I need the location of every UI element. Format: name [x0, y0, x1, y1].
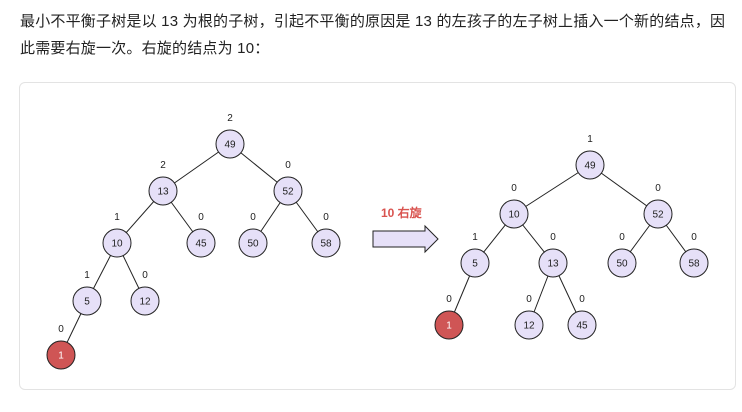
node-key: 49 — [224, 140, 236, 151]
balance-factor: 0 — [655, 183, 661, 194]
tree-node-50: 50 0 — [238, 212, 268, 258]
tree-node-1: 10 — [434, 294, 464, 340]
balance-factor: 0 — [285, 160, 291, 171]
balance-factor: 0 — [691, 232, 697, 243]
node-key: 58 — [320, 239, 332, 250]
tree-node-12: 12 0 — [130, 270, 160, 316]
balance-factor: 0 — [550, 232, 556, 243]
node-circle — [273, 176, 303, 206]
tree-node-13: 13 2 — [148, 160, 178, 206]
tree-node-52: 52 0 — [643, 183, 673, 229]
balance-factor: 0 — [579, 294, 585, 305]
node-key: 52 — [652, 210, 664, 221]
tree-node-49: 49 2 — [215, 113, 245, 159]
node-key: 50 — [616, 259, 628, 270]
balance-factor: 1 — [472, 232, 478, 243]
arrow-shape — [372, 224, 439, 254]
node-circle — [215, 129, 245, 159]
tree-node-10: 10 0 — [499, 183, 529, 229]
tree-node-58: 58 0 — [679, 232, 709, 278]
node-key: 50 — [247, 239, 259, 250]
balance-factor: 0 — [446, 294, 452, 305]
node-circle — [186, 228, 216, 258]
balance-factor: 0 — [198, 212, 204, 223]
node-key: 52 — [282, 187, 294, 198]
rotation-arrow: 10 右旋 — [372, 205, 439, 254]
node-key: 1 — [58, 351, 64, 362]
node-circle — [148, 176, 178, 206]
tree-node-45: 45 0 — [567, 294, 597, 340]
node-key: 12 — [523, 321, 535, 332]
node-circle — [679, 248, 709, 278]
node-circle — [567, 310, 597, 340]
balance-factor: 1 — [84, 270, 90, 281]
node-key: 45 — [576, 321, 588, 332]
new-node-circle — [46, 340, 76, 370]
node-key: 49 — [584, 161, 596, 172]
tree-node-5: 51 — [460, 232, 490, 278]
balance-factor: 0 — [619, 232, 625, 243]
node-key: 12 — [139, 297, 151, 308]
tree-node-12: 12 0 — [514, 294, 544, 340]
balance-factor: 1 — [114, 212, 120, 223]
node-key: 45 — [195, 239, 207, 250]
balance-factor: 0 — [250, 212, 256, 223]
tree-edge — [513, 164, 591, 215]
node-key: 58 — [688, 259, 700, 270]
node-key: 13 — [547, 259, 559, 270]
new-node-circle — [434, 310, 464, 340]
tree-node-45: 45 0 — [186, 212, 216, 258]
node-circle — [238, 228, 268, 258]
node-circle — [575, 150, 605, 180]
node-circle — [607, 248, 637, 278]
balance-factor: 2 — [227, 113, 233, 124]
balance-factor: 0 — [58, 324, 64, 335]
tree-node-50: 50 0 — [607, 232, 637, 278]
node-circle — [514, 310, 544, 340]
node-circle — [499, 199, 529, 229]
arrow-label: 10 右旋 — [381, 205, 423, 220]
balance-factor: 1 — [587, 134, 593, 145]
node-circle — [102, 228, 132, 258]
balance-factor: 0 — [511, 183, 517, 194]
tree-node-10: 10 1 — [102, 212, 132, 258]
tree-node-58: 58 0 — [311, 212, 341, 258]
node-key: 5 — [84, 297, 90, 308]
node-circle — [130, 286, 160, 316]
node-key: 5 — [472, 259, 478, 270]
tree-node-49: 49 1 — [575, 134, 605, 180]
tree-node-52: 52 0 — [273, 160, 303, 206]
tree-node-5: 51 — [72, 270, 102, 316]
intro-paragraph: 最小不平衡子树是以 13 为根的子树，引起不平衡的原因是 13 的左孩子的左子树… — [20, 13, 726, 57]
balance-factor: 0 — [323, 212, 329, 223]
node-key: 10 — [111, 239, 123, 250]
node-key: 13 — [157, 187, 169, 198]
tree-node-1: 10 — [46, 324, 76, 370]
node-circle — [643, 199, 673, 229]
node-circle — [311, 228, 341, 258]
node-circle — [538, 248, 568, 278]
tree-node-13: 13 0 — [538, 232, 568, 278]
node-key: 10 — [508, 210, 520, 221]
node-circle — [72, 286, 102, 316]
node-circle — [460, 248, 490, 278]
balance-factor: 0 — [526, 294, 532, 305]
balance-factor: 2 — [160, 160, 166, 171]
balance-factor: 0 — [142, 270, 148, 281]
node-key: 1 — [446, 321, 452, 332]
